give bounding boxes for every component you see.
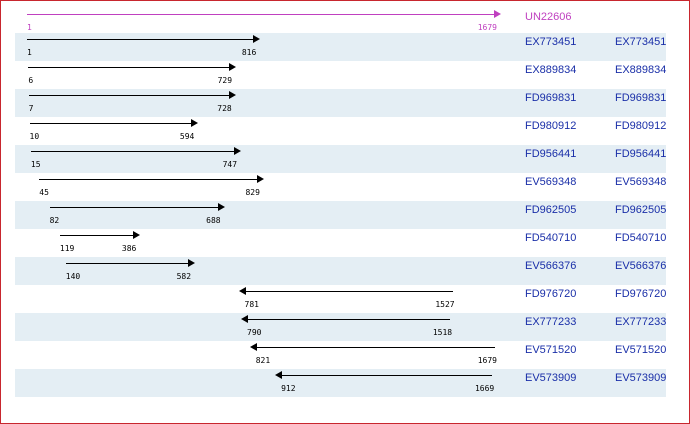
alignment-row: 140 582 EV566376 EV566376 — [15, 257, 666, 285]
end-coordinate: 829 — [245, 188, 260, 197]
arrow-right-icon — [494, 10, 501, 18]
arrow-right-icon — [188, 259, 196, 267]
sequence-id-link-secondary[interactable]: EV573909 — [615, 372, 667, 384]
sequence-id-link[interactable]: EV573909 — [525, 372, 577, 384]
sequence-id-link: FD980912 — [525, 120, 577, 132]
reference-row: 1 1679 UN22606 — [15, 8, 666, 36]
alignment-bar — [28, 67, 231, 68]
arrow-right-icon — [228, 91, 236, 99]
sequence-id-link-secondary[interactable]: FD976720 — [615, 288, 667, 300]
sequence-id-link-secondary[interactable]: EV571520 — [615, 344, 667, 356]
start-coordinate: 119 — [59, 244, 75, 253]
end-coordinate: 1669 — [474, 384, 495, 393]
alignment-bar — [27, 39, 255, 40]
alignment-row: 119 386 FD540710 FD540710 — [15, 229, 666, 257]
sequence-id-link-secondary: FD980912 — [615, 120, 667, 132]
end-coordinate: 747 — [222, 160, 238, 169]
alignment-bar — [29, 123, 193, 124]
arrow-right-icon — [217, 203, 225, 211]
sequence-id-link-secondary[interactable]: EX777233 — [615, 316, 667, 328]
alignment-row: 790 1518 EX777233 EX777233 — [15, 313, 666, 341]
start-coordinate: 7 — [28, 104, 34, 113]
start-coordinate: 912 — [281, 384, 296, 393]
start-coordinate: 790 — [247, 328, 262, 337]
alignment-bar — [247, 319, 451, 320]
arrow-left-icon — [275, 371, 283, 379]
alignment-row: 15 747 FD956441 FD956441 — [15, 145, 666, 173]
arrow-right-icon — [234, 147, 242, 155]
end-coordinate: 594 — [179, 132, 195, 141]
alignment-bar — [59, 235, 135, 236]
start-coordinate: 45 — [39, 188, 49, 197]
start-coordinate: 6 — [28, 76, 34, 85]
alignment-bar — [39, 179, 258, 180]
sequence-id-link[interactable]: FD969831 — [525, 92, 577, 104]
end-coordinate: 1518 — [432, 328, 453, 337]
alignment-bar — [244, 291, 453, 292]
end-coordinate: 386 — [121, 244, 137, 253]
end-coordinate: 582 — [176, 272, 192, 281]
sequence-id-link-secondary[interactable]: EV566376 — [615, 260, 667, 272]
arrow-right-icon — [253, 35, 261, 43]
alignment-row: 781 1527 FD976720 FD976720 — [15, 285, 666, 313]
alignment-bar — [49, 207, 219, 208]
start-coordinate: 140 — [65, 272, 81, 281]
end-coordinate: 1527 — [435, 300, 455, 309]
start-coordinate: 821 — [255, 356, 271, 365]
sequence-id-link[interactable]: EX889834 — [525, 64, 577, 76]
sequence-id-link[interactable]: EV571520 — [525, 344, 577, 356]
sequence-id-link[interactable]: FD962505 — [525, 204, 577, 216]
end-coordinate: 1679 — [477, 23, 497, 32]
reference-id-link[interactable]: UN22606 — [525, 11, 572, 23]
alignment-row: 82 688 FD962505 FD962505 — [15, 201, 666, 229]
end-coordinate: 1679 — [477, 356, 497, 365]
alignment-row: 912 1669 EV573909 EV573909 — [15, 369, 666, 397]
end-coordinate: 728 — [217, 104, 232, 113]
sequence-id-link: FD540710 — [525, 232, 577, 244]
sequence-id-link[interactable]: EX777233 — [525, 316, 577, 328]
sequence-id-link-secondary: FD540710 — [615, 232, 667, 244]
alignment-row: 1 816 EX773451 EX773451 — [15, 33, 666, 61]
sequence-id-link[interactable]: EX773451 — [525, 36, 577, 48]
start-coordinate: 10 — [29, 132, 40, 141]
arrow-right-icon — [191, 119, 199, 127]
alignment-bar — [30, 151, 236, 152]
arrow-right-icon — [256, 175, 264, 183]
alignment-row: 6 729 EX889834 EX889834 — [15, 61, 666, 89]
start-coordinate: 15 — [30, 160, 41, 169]
alignment-bar — [27, 14, 495, 15]
end-coordinate: 729 — [217, 76, 233, 85]
sequence-id-link-secondary[interactable]: FD969831 — [615, 92, 667, 104]
alignment-row: 7 728 FD969831 FD969831 — [15, 89, 666, 117]
sequence-id-link[interactable]: FD956441 — [525, 148, 577, 160]
sequence-id-link-secondary[interactable]: FD962505 — [615, 204, 667, 216]
sequence-id-link-secondary[interactable]: EX773451 — [615, 36, 667, 48]
sequence-id-link-secondary[interactable]: EV569348 — [615, 176, 667, 188]
start-coordinate: 1 — [27, 23, 32, 32]
end-coordinate: 688 — [206, 216, 221, 225]
alignment-bar — [281, 375, 493, 376]
arrow-left-icon — [241, 315, 249, 323]
arrow-right-icon — [229, 63, 237, 71]
start-coordinate: 1 — [27, 48, 32, 57]
sequence-id-link[interactable]: FD976720 — [525, 288, 577, 300]
alignment-bar — [255, 347, 495, 348]
start-coordinate: 82 — [49, 216, 60, 225]
start-coordinate: 781 — [244, 300, 259, 309]
alignment-row: 821 1679 EV571520 EV571520 — [15, 341, 666, 369]
arrow-left-icon — [238, 287, 246, 295]
end-coordinate: 816 — [241, 48, 257, 57]
alignment-bar — [65, 263, 190, 264]
sequence-id-link-secondary[interactable]: EX889834 — [615, 64, 667, 76]
alignment-bar — [28, 95, 230, 96]
alignment-row: 45 829 EV569348 EV569348 — [15, 173, 666, 201]
arrow-right-icon — [133, 231, 141, 239]
alignment-row: 10 594 FD980912 FD980912 — [15, 117, 666, 145]
arrow-left-icon — [249, 343, 257, 351]
sequence-id-link-secondary[interactable]: FD956441 — [615, 148, 667, 160]
sequence-id-link[interactable]: EV569348 — [525, 176, 577, 188]
sequence-id-link[interactable]: EV566376 — [525, 260, 577, 272]
